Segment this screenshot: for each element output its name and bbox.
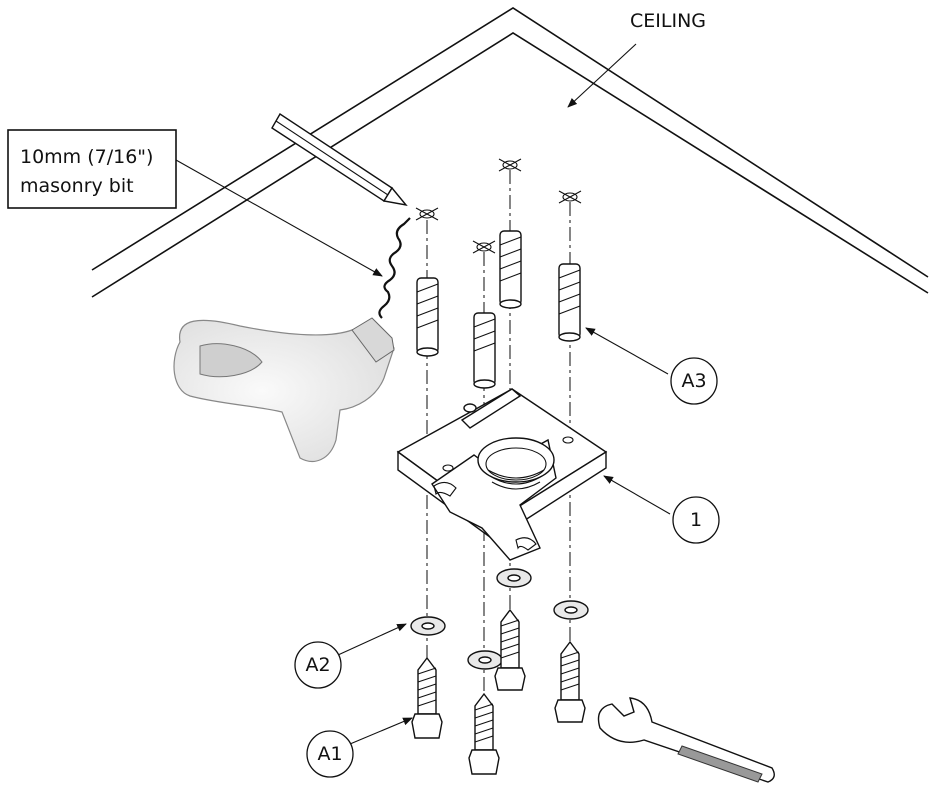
lag-screws [411,608,586,775]
callout-a1-text: A1 [317,743,342,765]
wrench-icon [597,697,775,783]
lag-screw-3 [468,692,500,775]
drill-icon [173,217,411,462]
hole-mark-3 [472,240,496,254]
wall-anchors [416,230,581,389]
wall-anchor-1 [416,277,439,357]
callout-a3-text: A3 [681,370,706,392]
washer-3 [467,650,503,670]
callout-a2: A2 [294,623,407,689]
washer-4 [553,600,589,620]
masonry-bit [378,217,411,319]
washer-1 [410,616,446,636]
ceiling-outline [91,7,929,298]
drill-bit-arrow [175,159,383,277]
hole-mark-2 [498,158,522,172]
pencil-icon [271,113,408,207]
drill-bit-label-box: 10mm (7/16") masonry bit [7,129,383,277]
callout-1-text: 1 [690,509,702,531]
ceiling-label: CEILING [630,10,706,32]
wall-anchor-4 [558,263,581,342]
lag-screw-4 [554,640,586,723]
wall-anchor-2 [499,230,522,309]
callout-a2-text: A2 [305,654,330,676]
callout-a3: A3 [585,327,718,405]
mounting-bracket [396,388,608,561]
drill-bit-type-text: masonry bit [20,175,134,197]
ceiling-label-group: CEILING [567,10,706,108]
hole-mark-1 [415,207,439,221]
wall-anchor-3 [473,312,496,389]
hole-mark-4 [558,190,582,204]
lag-screw-2 [494,608,526,691]
ceiling-arrow [567,43,637,108]
hole-marks [415,158,582,254]
washers [410,568,589,670]
lag-screw-1 [411,656,443,739]
callout-1: 1 [603,475,720,544]
drill-bit-size-text: 10mm (7/16") [20,146,153,168]
washer-2 [496,568,532,588]
callout-a1: A1 [306,717,413,778]
